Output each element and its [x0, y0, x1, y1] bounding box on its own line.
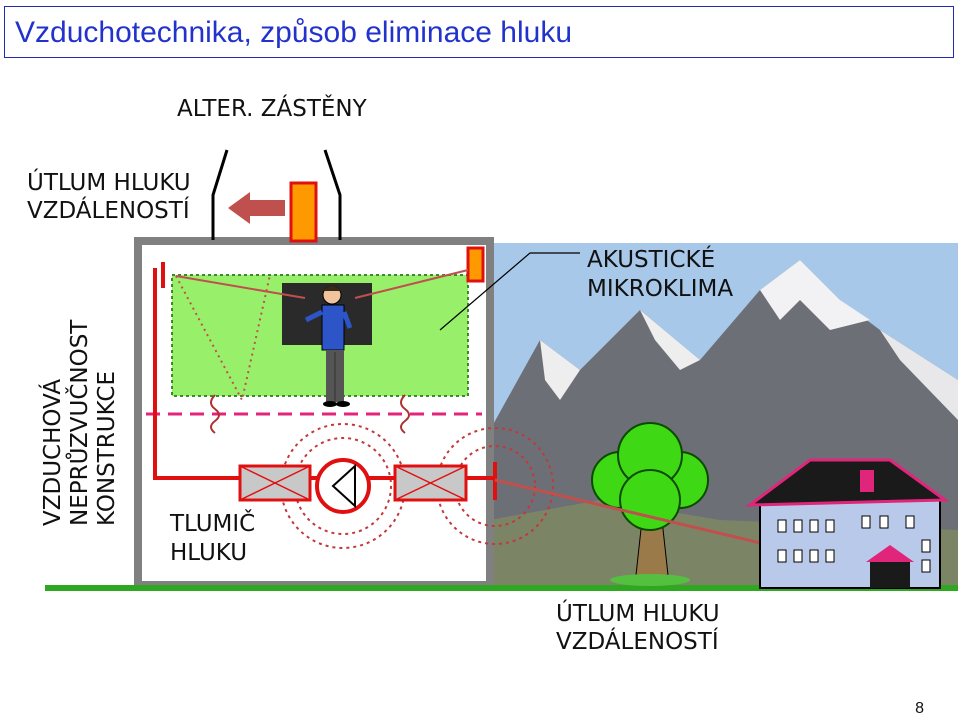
label-akusticke-1: AKUSTICKÉ [587, 247, 716, 273]
label-alter-zasteny: ALTER. ZÁSTĚNY [177, 96, 367, 122]
screen-panel [289, 181, 318, 243]
label-tlumic-2: HLUKU [170, 540, 248, 566]
page-title: Vzduchotechnika, způsob eliminace hluku [15, 16, 573, 49]
label-utlum-bottom-2: VZDÁLENOSTÍ [556, 629, 719, 655]
label-vertical-2: NEPRŮZVUČNOST [67, 319, 93, 526]
sound-path [494, 478, 791, 552]
title-box: Vzduchotechnika, způsob eliminace hluku [4, 6, 954, 58]
label-utlum-bottom-1: ÚTLUM HLUKU [556, 601, 720, 627]
teacher-icon [304, 285, 353, 407]
label-utlum-top-1: ÚTLUM HLUKU [27, 170, 191, 196]
wall-panel [466, 246, 485, 283]
arrow-left-icon [228, 192, 285, 224]
house-icon [745, 458, 950, 589]
label-vertical-3: KONSTRUKCE [94, 370, 120, 526]
label-akusticke-2: MIKROKLIMA [587, 276, 734, 302]
tree-icon [591, 422, 709, 586]
duct [153, 268, 240, 480]
label-utlum-top-2: VZDÁLENOSTÍ [27, 198, 190, 224]
screen-right [323, 149, 342, 240]
ground-line [45, 585, 958, 591]
label-vertical-1: VZDUCHOVÁ [40, 378, 66, 526]
screen-left [211, 149, 229, 240]
label-vertical-construction: VZDUCHOVÁ NEPRŮZVUČNOST KONSTRUKCE [40, 320, 121, 526]
silencer-icon [238, 464, 468, 502]
fan-icon [315, 458, 371, 514]
page-number: 8 [915, 700, 924, 717]
label-tlumic-1: TLUMIČ [170, 511, 256, 537]
